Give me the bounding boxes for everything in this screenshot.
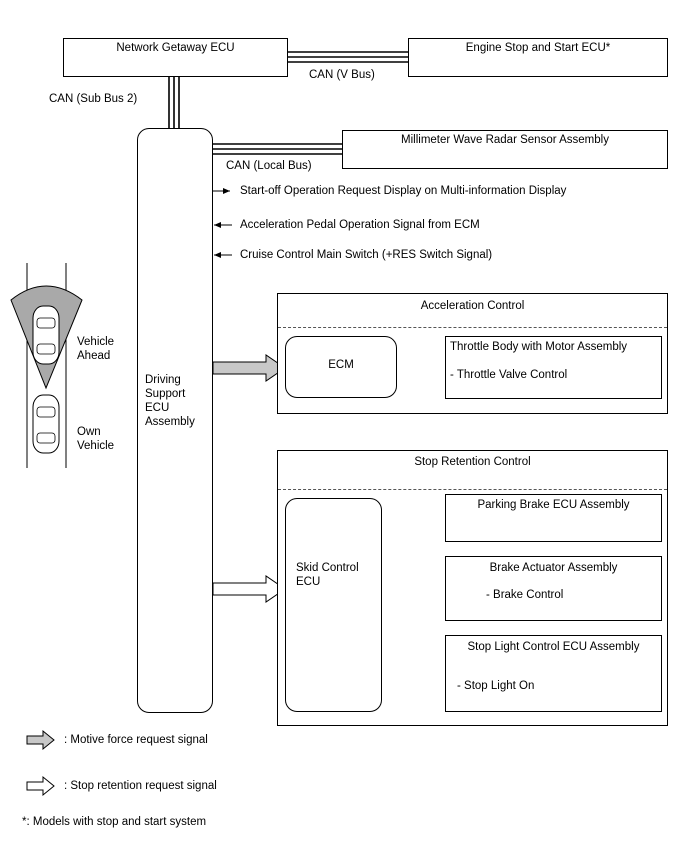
stop-light-ecu-label: Stop Light Control ECU Assembly xyxy=(467,641,640,653)
vehicle-ahead-label-2: Ahead xyxy=(77,350,111,362)
driving-support-ecu-box: Driving Support ECU Assembly xyxy=(137,128,213,713)
ecm-box: ECM xyxy=(285,336,397,398)
throttle-valve-label: - Throttle Valve Control xyxy=(450,369,568,381)
can-sub-bus-2-label: CAN (Sub Bus 2) xyxy=(49,93,138,105)
network-gateway-ecu-label: Network Getaway ECU xyxy=(116,42,235,54)
driving-support-ecu-line-2: Support xyxy=(145,388,186,400)
legend-motive-label: : Motive force request signal xyxy=(64,734,208,746)
stop-light-on-label: - Stop Light On xyxy=(457,680,535,692)
millimeter-radar-box: Millimeter Wave Radar Sensor Assembly xyxy=(342,130,668,169)
driving-support-ecu-line-1: Driving xyxy=(145,374,181,386)
engine-stop-start-ecu-label: Engine Stop and Start ECU* xyxy=(465,42,611,54)
stop-retention-arrow xyxy=(212,575,286,603)
can-sub-bus-2-line xyxy=(168,77,180,130)
ecm-label: ECM xyxy=(328,359,354,371)
own-vehicle-label-2: Vehicle xyxy=(77,440,115,452)
throttle-body-box: Throttle Body with Motor Assembly - Thro… xyxy=(445,336,662,399)
own-vehicle-label-1: Own xyxy=(77,426,101,438)
can-local-bus-line xyxy=(213,143,342,155)
motive-force-arrow xyxy=(212,354,286,382)
brake-actuator-label: Brake Actuator Assembly xyxy=(489,562,618,574)
skid-control-ecu-line-2: ECU xyxy=(296,576,321,588)
throttle-body-label: Throttle Body with Motor Assembly xyxy=(450,341,628,353)
skid-control-ecu-line-1: Skid Control xyxy=(296,562,359,574)
can-v-bus-label: CAN (V Bus) xyxy=(309,69,375,81)
engine-stop-start-ecu-box: Engine Stop and Start ECU* xyxy=(408,38,668,77)
vehicle-ahead-icon xyxy=(32,305,60,365)
legend-stop-retention-arrow-icon xyxy=(26,775,55,797)
footnote: *: Models with stop and start system xyxy=(22,816,207,828)
vehicle-ahead-label-1: Vehicle xyxy=(77,336,115,348)
brake-control-label: - Brake Control xyxy=(486,589,564,601)
can-v-bus-line xyxy=(288,51,408,63)
parking-brake-ecu-box: Parking Brake ECU Assembly xyxy=(445,494,662,542)
acceleration-control-title: Acceleration Control xyxy=(420,300,525,312)
accel-pedal-signal: Acceleration Pedal Operation Signal from… xyxy=(240,219,480,231)
millimeter-radar-label: Millimeter Wave Radar Sensor Assembly xyxy=(401,134,609,146)
cruise-main-switch-signal: Cruise Control Main Switch (+RES Switch … xyxy=(240,249,493,261)
driving-support-ecu-line-3: ECU xyxy=(145,402,170,414)
skid-control-ecu-box: Skid Control ECU xyxy=(285,498,382,712)
own-vehicle-icon xyxy=(32,394,60,454)
parking-brake-ecu-label: Parking Brake ECU Assembly xyxy=(477,499,630,511)
network-gateway-ecu-box: Network Getaway ECU xyxy=(63,38,288,77)
driving-support-ecu-line-4: Assembly xyxy=(145,416,195,428)
stop-retention-control-title: Stop Retention Control xyxy=(414,456,531,468)
stop-retention-control-divider xyxy=(278,489,667,490)
legend-motive-arrow-icon xyxy=(26,729,55,751)
can-local-bus-label: CAN (Local Bus) xyxy=(226,160,312,172)
legend-stop-retention-label: : Stop retention request signal xyxy=(64,780,217,792)
acceleration-control-divider xyxy=(278,327,667,328)
brake-actuator-box: Brake Actuator Assembly - Brake Control xyxy=(445,556,662,621)
stop-light-ecu-box: Stop Light Control ECU Assembly - Stop L… xyxy=(445,635,662,712)
vehicle-illustration xyxy=(10,263,83,468)
start-off-display-signal: Start-off Operation Request Display on M… xyxy=(240,185,567,197)
